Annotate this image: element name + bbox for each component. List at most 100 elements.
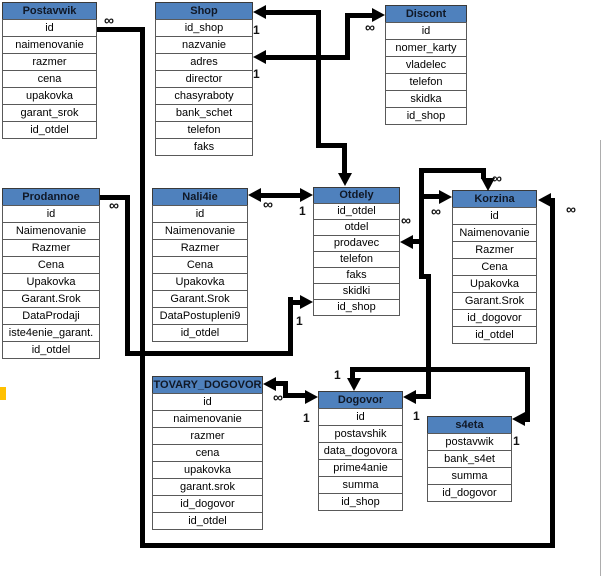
cardinality-label-otdely-korzina-dogovor-trunk: ∞ <box>401 212 411 228</box>
field-prodannoe-Naimenovanie: Naimenovanie <box>2 222 100 240</box>
field-prodannoe-DataProdaji: DataProdaji <box>2 307 100 325</box>
entity-header-korzina[interactable]: Korzina <box>452 190 537 208</box>
field-shop-adres: adres <box>155 53 253 71</box>
cardinality-label-shop-otdely: 1 <box>253 23 260 37</box>
field-korzina-id_dogovor: id_dogovor <box>452 309 537 327</box>
field-korzina-id_otdel: id_otdel <box>452 326 537 344</box>
field-prodannoe-Razmer: Razmer <box>2 239 100 257</box>
entity-header-s4eta[interactable]: s4eta <box>427 416 512 434</box>
field-postavwik-naimenovanie: naimenovanie <box>2 36 97 54</box>
field-shop-faks: faks <box>155 138 253 156</box>
arrowhead-icon-shop-discont-l <box>253 50 266 64</box>
arrowhead-icon-tovary_dogovor-dogovor-r <box>305 390 318 404</box>
field-otdely-prodavec: prodavec <box>313 235 400 252</box>
field-shop-chasyraboty: chasyraboty <box>155 87 253 105</box>
field-s4eta-summa: summa <box>427 467 512 485</box>
entity-header-discont[interactable]: Discont <box>385 5 467 23</box>
connector-nali4ie-otdely <box>260 193 302 198</box>
entity-header-shop[interactable]: Shop <box>155 2 253 20</box>
field-discont-id_shop: id_shop <box>385 107 467 125</box>
field-otdely-id_shop: id_shop <box>313 299 400 316</box>
field-postavwik-upakovka: upakovka <box>2 87 97 105</box>
cardinality-label-tovary_dogovor-dogovor: 1 <box>303 411 310 425</box>
entity-header-dogovor[interactable]: Dogovor <box>318 391 403 409</box>
cardinality-label-postavwik-korzina: ∞ <box>566 201 576 217</box>
field-s4eta-bank_s4et: bank_s4et <box>427 450 512 468</box>
cardinality-label-dogovor-s4eta: 1 <box>513 434 520 448</box>
connector-prodannoe-otdely <box>125 195 130 356</box>
connector-prodannoe-otdely <box>100 195 130 200</box>
arrowhead-icon-shop-discont-r <box>372 8 385 22</box>
field-otdely-telefon: telefon <box>313 251 400 268</box>
field-postavwik-razmer: razmer <box>2 53 97 71</box>
arrowhead-icon-shop-otdely-d <box>338 173 352 186</box>
connector-shop-otdely <box>316 10 321 148</box>
connector-shop-otdely <box>265 10 320 15</box>
connector-dogovor-s4eta <box>525 367 530 422</box>
entity-header-otdely[interactable]: Otdely <box>313 187 400 204</box>
field-tovary_dogovor-cena: cena <box>152 444 263 462</box>
field-shop-telefon: telefon <box>155 121 253 139</box>
arrowhead-icon-otdely-korzina-dogovor-trunk-l <box>400 235 413 249</box>
field-prodannoe-Cena: Cena <box>2 256 100 274</box>
selection-mark <box>0 387 6 400</box>
field-tovary_dogovor-upakovka: upakovka <box>152 461 263 479</box>
field-discont-nomer_karty: nomer_karty <box>385 39 467 57</box>
field-postavwik-id: id <box>2 19 97 37</box>
field-korzina-id: id <box>452 207 537 225</box>
connector-tovary_dogovor-dogovor <box>283 381 288 398</box>
cardinality-label-nali4ie-otdely: ∞ <box>263 196 273 212</box>
field-discont-telefon: telefon <box>385 73 467 91</box>
field-shop-id_shop: id_shop <box>155 19 253 37</box>
arrowhead-icon-tovary_dogovor-dogovor-l <box>263 377 276 391</box>
cardinality-label-otdely-korzina-dogovor-trunk: ∞ <box>492 170 502 186</box>
cardinality-label-shop-discont: ∞ <box>365 19 375 35</box>
connector-postavwik-korzina <box>140 27 145 548</box>
entity-header-nali4ie[interactable]: Nali4ie <box>152 188 248 206</box>
entity-header-prodannoe[interactable]: Prodannoe <box>2 188 100 206</box>
field-korzina-Naimenovanie: Naimenovanie <box>452 224 537 242</box>
connector-prodannoe-otdely <box>291 300 301 305</box>
connector-prodannoe-otdely <box>288 297 293 356</box>
field-tovary_dogovor-id_otdel: id_otdel <box>152 512 263 530</box>
field-otdely-faks: faks <box>313 267 400 284</box>
field-prodannoe-Upakovka: Upakovka <box>2 273 100 291</box>
arrowhead-icon-otdely-korzina-dogovor-trunk-l <box>403 390 416 404</box>
field-s4eta-postavwik: postavwik <box>427 433 512 451</box>
arrowhead-icon-postavwik-korzina-l <box>538 193 551 207</box>
arrowhead-icon-shop-otdely-l <box>253 5 266 19</box>
connector-tovary_dogovor-dogovor <box>275 381 287 386</box>
connector-shop-discont <box>265 55 350 60</box>
connector-otdely-korzina-dogovor-trunk <box>419 168 486 173</box>
field-tovary_dogovor-razmer: razmer <box>152 427 263 445</box>
window-edge-line <box>600 140 601 576</box>
field-nali4ie-DataPostupleni9: DataPostupleni9 <box>152 307 248 325</box>
field-shop-bank_schet: bank_schet <box>155 104 253 122</box>
field-postavwik-garant_srok: garant_srok <box>2 104 97 122</box>
entity-header-tovary_dogovor[interactable]: TOVARY_DOGOVOR <box>152 376 263 394</box>
field-shop-nazvanie: nazvanie <box>155 36 253 54</box>
field-prodannoe-iste4enie_garant_: iste4enie_garant. <box>2 324 100 342</box>
entity-header-postavwik[interactable]: Postavwik <box>2 2 97 20</box>
connector-otdely-korzina-dogovor-trunk <box>426 274 431 399</box>
connector-otdely-korzina-dogovor-trunk <box>481 168 486 179</box>
field-korzina-Cena: Cena <box>452 258 537 276</box>
field-korzina-Upakovka: Upakovka <box>452 275 537 293</box>
cardinality-label-otdely-korzina-dogovor-trunk: ∞ <box>431 203 441 219</box>
cardinality-label-shop-discont: 1 <box>253 67 260 81</box>
arrowhead-icon-otdely-korzina-dogovor-trunk-r <box>439 190 452 204</box>
connector-dogovor-s4eta <box>350 367 530 372</box>
arrowhead-icon-dogovor-s4eta-l <box>512 412 525 426</box>
field-dogovor-data_dogovora: data_dogovora <box>318 442 403 460</box>
